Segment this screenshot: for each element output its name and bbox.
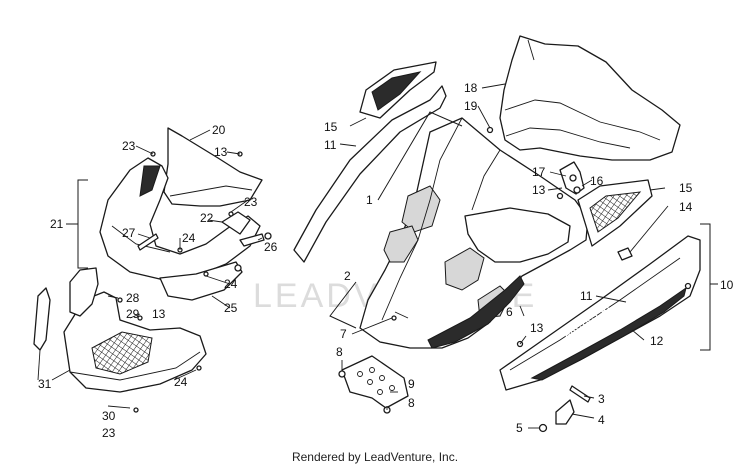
windshield[interactable] [499, 35, 681, 161]
callout-1: 1 [366, 193, 373, 207]
callout-29: 29 [126, 307, 140, 321]
callout-20: 20 [212, 123, 226, 137]
callout-13a: 13 [214, 145, 228, 159]
side-panel-clip-14[interactable] [617, 247, 633, 261]
belly-pan-30[interactable] [63, 291, 207, 393]
group-bracket-1 [377, 111, 463, 201]
windshield-bracket[interactable] [559, 161, 585, 195]
callout-19: 19 [464, 99, 478, 113]
callout-8b: 8 [408, 396, 415, 410]
callout-15b: 15 [679, 181, 693, 195]
lower-screen-28[interactable] [69, 267, 99, 317]
callout-14: 14 [679, 200, 693, 214]
callout-13c: 13 [532, 183, 546, 197]
callout-3: 3 [598, 392, 605, 406]
callout-23b: 23 [244, 195, 258, 209]
callout-6: 6 [506, 305, 513, 319]
callout-26: 26 [264, 240, 278, 254]
callout-15a: 15 [324, 120, 338, 134]
leader-lines [37, 83, 669, 429]
bolt-26[interactable] [239, 232, 272, 247]
callout-8a: 8 [336, 345, 343, 359]
callout-11a: 11 [324, 138, 337, 152]
callout-24c: 24 [174, 375, 188, 389]
callout-9: 9 [408, 377, 415, 391]
group-bracket-10 [700, 223, 718, 351]
upper-trim-15[interactable] [359, 61, 437, 119]
side-deflector-31[interactable] [33, 287, 51, 351]
callout-21: 21 [50, 217, 64, 231]
callout-4: 4 [598, 413, 605, 427]
callout-7: 7 [340, 327, 347, 341]
callout-17: 17 [532, 165, 546, 179]
callout-31: 31 [38, 377, 52, 391]
callout-22: 22 [200, 211, 214, 225]
callout-13d: 13 [530, 321, 544, 335]
group-bracket-21 [66, 179, 88, 269]
callout-12: 12 [650, 334, 664, 348]
nut-5[interactable] [538, 423, 548, 433]
callout-23a: 23 [122, 139, 136, 153]
callouts: 1 2 3 4 5 6 7 8 8 9 10 11 11 12 13 13 13… [38, 81, 734, 440]
callout-13b: 13 [152, 307, 166, 321]
side-trim-strip-11[interactable] [293, 85, 447, 263]
callout-28: 28 [126, 291, 140, 305]
bracket-4[interactable] [555, 399, 575, 425]
callout-30: 30 [102, 409, 116, 423]
group-bracket-2 [329, 281, 357, 329]
callout-24b: 24 [224, 277, 238, 291]
callout-23c: 23 [102, 426, 116, 440]
callout-16: 16 [590, 174, 604, 188]
callout-27: 27 [122, 226, 136, 240]
hood[interactable] [359, 117, 589, 349]
callout-2: 2 [344, 269, 351, 283]
callout-18: 18 [464, 81, 478, 95]
callout-5: 5 [516, 421, 523, 435]
callout-10: 10 [720, 278, 734, 292]
footer-credit: Rendered by LeadVenture, Inc. [291, 450, 459, 464]
nose-lower-bracket-25[interactable] [159, 261, 243, 301]
side-panel[interactable]: ARCTIC CAT [499, 235, 701, 391]
callout-25: 25 [224, 301, 238, 315]
callout-11b: 11 [580, 289, 593, 303]
screw-3[interactable] [569, 385, 591, 403]
side-vent-15[interactable] [577, 179, 653, 247]
hood-vent-panel[interactable] [341, 355, 409, 409]
callout-24a: 24 [182, 231, 196, 245]
